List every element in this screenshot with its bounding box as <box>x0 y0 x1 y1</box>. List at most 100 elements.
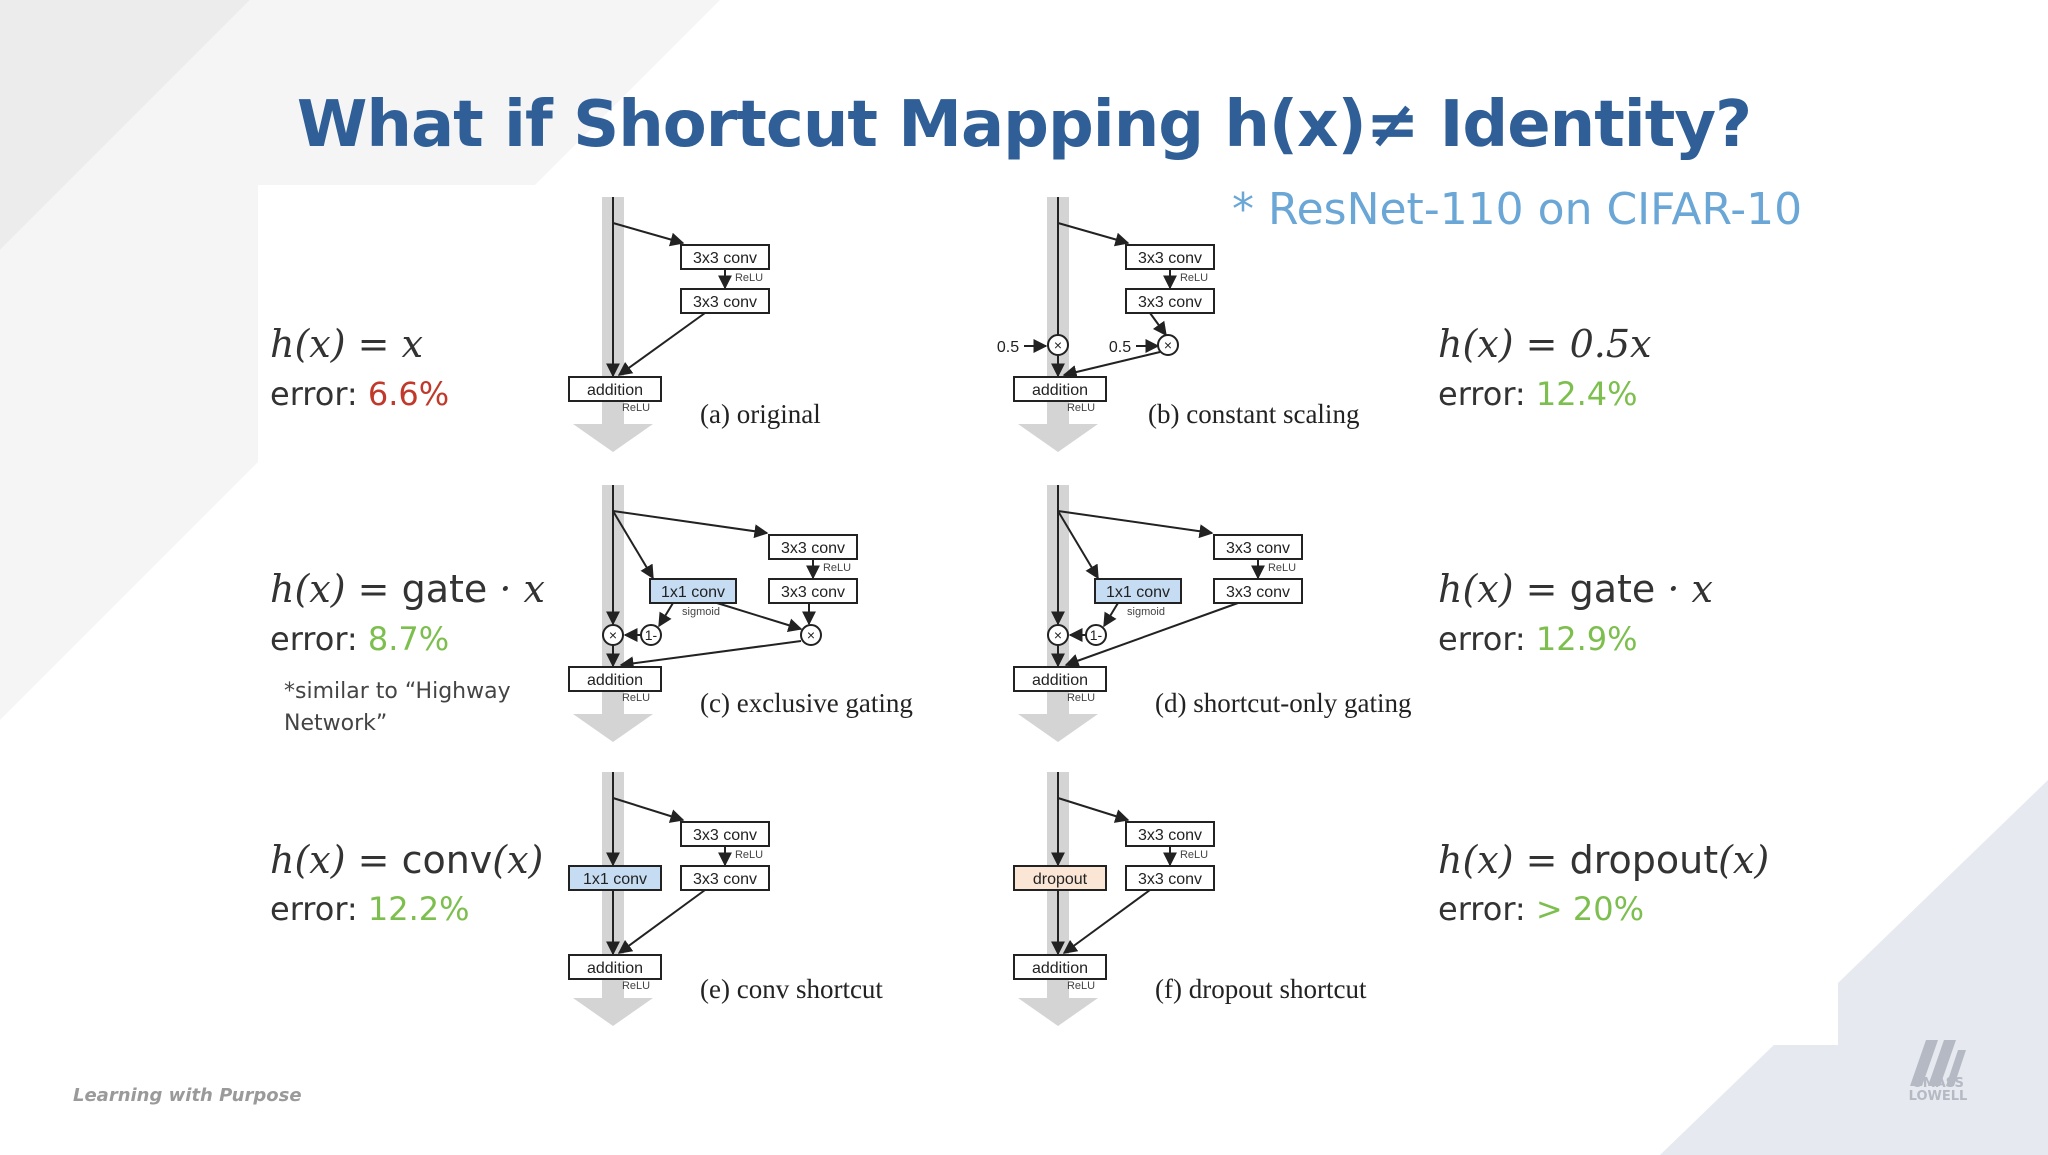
diagram-b-merge-line <box>1062 351 1161 379</box>
diagram-b-addition-box <box>1013 376 1107 402</box>
diagram-f-merge-line <box>1062 889 1151 954</box>
diagram-a-relu-1: ReLU <box>735 272 763 284</box>
diagram-c-mul-residual-symbol: × <box>807 627 815 643</box>
diagram-c-conv-2-label: 3x3 conv <box>781 584 845 601</box>
diagram-d-addition-label: addition <box>1032 672 1088 689</box>
error-value-exclusive-gating: 8.7% <box>367 620 450 658</box>
diagram-a-conv-2-box <box>680 288 770 314</box>
diagram-e-spine-head <box>573 998 653 1026</box>
diagram-a-merge-line <box>617 312 706 376</box>
diagram-a-conv-2-label: 3x3 conv <box>693 294 757 311</box>
diagram-c-sigmoid-label: sigmoid <box>682 606 720 618</box>
diagram-c-addition-box <box>568 666 662 692</box>
diagram-a-branch-line <box>612 222 685 247</box>
diagram-e-conv-2-box <box>680 865 770 891</box>
formula-shortcut-only-gating: h(x) = gate · x <box>1438 567 1713 611</box>
caption-f: (f) dropout shortcut <box>1155 974 1367 1004</box>
diagram-f-shortcut-block-box <box>1013 865 1107 891</box>
caption-e: (e) conv shortcut <box>700 974 883 1004</box>
diagram-b-relu-out: ReLU <box>1067 402 1095 414</box>
caption-a: (a) original <box>700 399 821 429</box>
error-conv-shortcut: error: 12.2% <box>270 890 470 928</box>
diagram-f-spine-head <box>1018 998 1098 1026</box>
diagram-d-gate-conv-box <box>1094 578 1182 604</box>
diagram-b-conv-2-label: 3x3 conv <box>1138 294 1202 311</box>
error-shortcut-only-gating: error: 12.9% <box>1438 620 1638 658</box>
diagram-f-relu-out: ReLU <box>1067 980 1095 992</box>
diagram-d-addition-box <box>1013 666 1107 692</box>
diagram-d-gate-branch <box>1057 510 1099 580</box>
diagram-d-conv-1-label: 3x3 conv <box>1226 540 1290 557</box>
diagram-c-mul-shortcut-symbol: × <box>609 627 617 643</box>
diagram-c-conv-1-label: 3x3 conv <box>781 540 845 557</box>
diagram-e-addition-label: addition <box>587 960 643 977</box>
diagram-e-relu-out: ReLU <box>622 980 650 992</box>
caption-c: (c) exclusive gating <box>700 688 913 718</box>
diagram-d-conv-branch <box>1057 510 1214 539</box>
diagram-b-relu-1: ReLU <box>1180 272 1208 284</box>
diagram-c-addition-label: addition <box>587 672 643 689</box>
diagram-b-spine-head <box>1018 424 1098 452</box>
diagram-e-conv-1-label: 3x3 conv <box>693 827 757 844</box>
formula-exclusive-gating: h(x) = gate · x <box>270 567 545 611</box>
diagram-d-relu-out: ReLU <box>1067 692 1095 704</box>
diagram-b-factor-shortcut: 0.5 <box>997 339 1019 356</box>
diagram-b-scale-shortcut-circle <box>1047 334 1069 356</box>
diagram-a-conv-1-label: 3x3 conv <box>693 250 757 267</box>
error-constant-scaling: error: 12.4% <box>1438 375 1638 413</box>
diagram-d-gate-to-minus <box>1103 602 1119 628</box>
diagram-f-conv-2-label: 3x3 conv <box>1138 871 1202 888</box>
diagram-f-addition-box <box>1013 954 1107 980</box>
diagram-d-gate-conv-label: 1x1 conv <box>1106 584 1170 601</box>
footer-tagline: Learning with Purpose <box>73 1085 302 1106</box>
diagram-e-shortcut-block-box <box>568 865 662 891</box>
diagram-f-addition-label: addition <box>1032 960 1088 977</box>
diagram-c-relu-1: ReLU <box>823 562 851 574</box>
diagram-f-shortcut-block-label: dropout <box>1033 871 1088 888</box>
error-value-identity: 6.6% <box>367 375 450 413</box>
diagram-c-merge-line <box>619 640 802 671</box>
diagram-c-conv-2-box <box>768 578 858 604</box>
diagram-e-shortcut-block-label: 1x1 conv <box>583 871 647 888</box>
diagram-b-branch-line <box>1057 222 1130 247</box>
diagram-b-addition-label: addition <box>1032 382 1088 399</box>
diagram-e-addition-box <box>568 954 662 980</box>
diagram-e-merge-line <box>617 889 706 954</box>
diagram-d-sigmoid-label: sigmoid <box>1127 606 1165 618</box>
formula-dropout-shortcut: h(x) = dropout(x) <box>1438 838 1770 882</box>
diagram-c-spine-head <box>573 714 653 742</box>
diagram-b-conv-2-box <box>1125 288 1215 314</box>
university-logo-icon <box>1910 1040 1966 1086</box>
diagram-f-relu-1: ReLU <box>1180 849 1208 861</box>
diagram-e-conv-2-label: 3x3 conv <box>693 871 757 888</box>
diagram-b-scale-residual-symbol: × <box>1164 337 1172 353</box>
error-exclusive-gating: error: 8.7% <box>270 620 450 658</box>
highway-network-remark: *similar to “Highway Network” <box>284 679 511 736</box>
diagram-d-conv-2-box <box>1213 578 1303 604</box>
caption-d: (d) shortcut-only gating <box>1155 688 1411 718</box>
error-identity: error: 6.6% <box>270 375 450 413</box>
diagram-c-gate-conv-box <box>649 578 737 604</box>
error-dropout-shortcut: error: > 20% <box>1438 890 1644 928</box>
diagram-f-conv-1-box <box>1125 821 1215 847</box>
diagram-b-conv-1-label: 3x3 conv <box>1138 250 1202 267</box>
diagram-c-gate-to-mul <box>716 602 803 632</box>
formula-constant-scaling: h(x) = 0.5x <box>1438 322 1652 366</box>
diagram-e-conv-1-box <box>680 821 770 847</box>
error-value-constant-scaling: 12.4% <box>1535 375 1638 413</box>
diagram-f-conv-2-box <box>1125 865 1215 891</box>
error-value-shortcut-only-gating: 12.9% <box>1535 620 1638 658</box>
slide-title: What if Shortcut Mapping h(x)≠ Identity? <box>296 88 1752 162</box>
diagram-c-relu-out: ReLU <box>622 692 650 704</box>
diagram-b-factor-residual: 0.5 <box>1109 339 1131 356</box>
diagram-c-conv-branch <box>612 510 769 539</box>
diagram-c-one-minus-symbol: 1- <box>645 627 658 643</box>
diagram-f-branch-line <box>1057 797 1130 823</box>
diagram-f-conv-1-label: 3x3 conv <box>1138 827 1202 844</box>
diagram-a-addition-box <box>568 376 662 402</box>
diagram-d-merge-line <box>1064 602 1239 668</box>
diagram-e-relu-1: ReLU <box>735 849 763 861</box>
diagram-d-spine-head <box>1018 714 1098 742</box>
